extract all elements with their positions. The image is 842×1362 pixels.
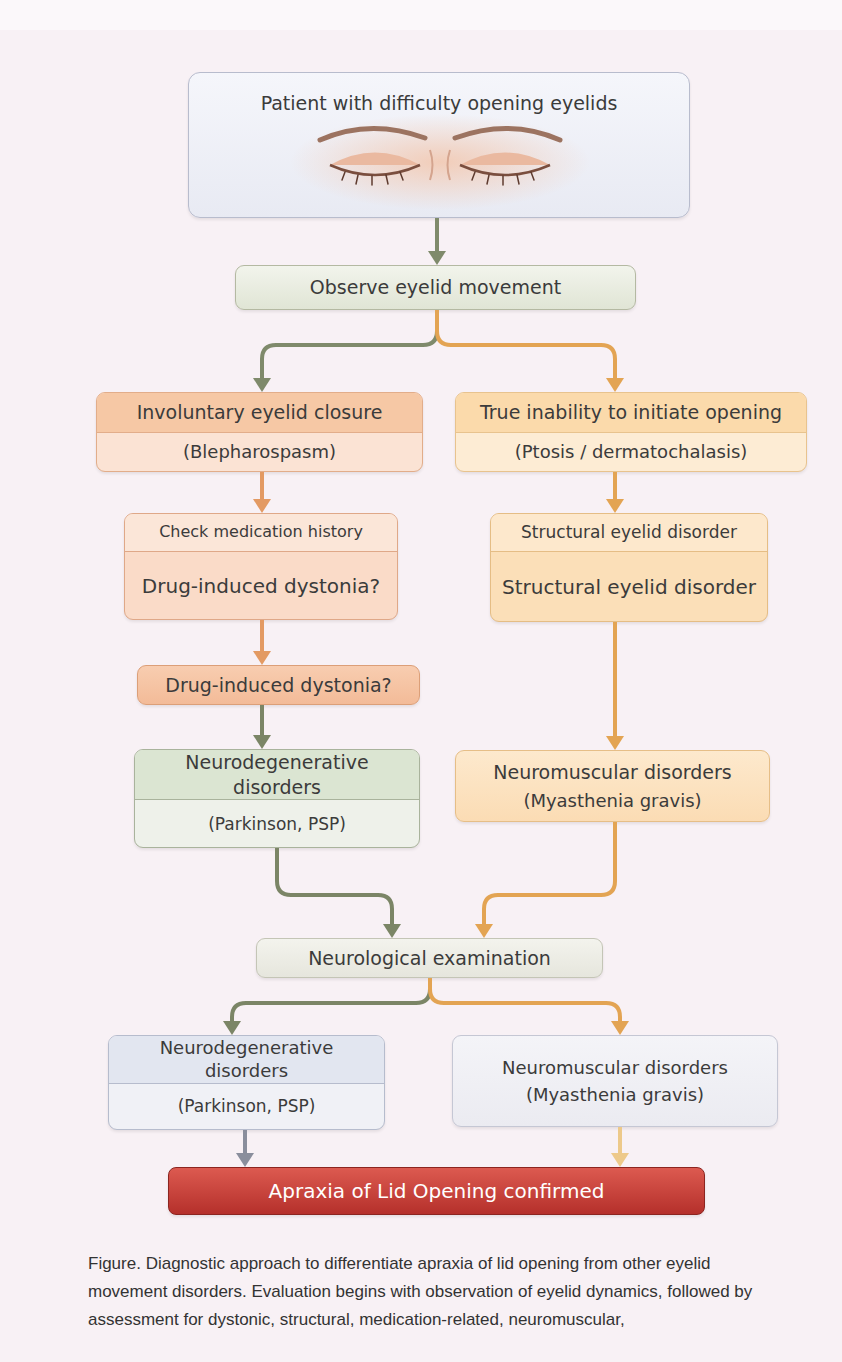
arrow-head [611, 1021, 629, 1035]
arrow-head [236, 1153, 254, 1167]
process-box: Neurodegenerative disorders(Parkinson, P… [134, 749, 420, 848]
node-title: Neuromuscular disorders [453, 1054, 777, 1081]
flow-connector [611, 1127, 629, 1167]
flow-connector [277, 848, 401, 938]
arrow-head [475, 924, 493, 938]
flow-connector [253, 310, 437, 392]
flow-connector [437, 310, 624, 392]
arrow-head [253, 378, 271, 392]
arrow-head [223, 1021, 241, 1035]
node-title: Check medication history [125, 514, 397, 552]
connector-line [430, 978, 620, 1023]
process-box: True inability to initiate opening(Ptosi… [455, 392, 807, 472]
connector-line [435, 218, 439, 253]
node-subtitle: (Ptosis / dermatochalasis) [456, 433, 806, 472]
node-title: Neurodegenerative disorders [109, 1036, 384, 1084]
flow-connector [236, 1130, 254, 1167]
connector-line [618, 1127, 622, 1155]
node-subtitle: (Myasthenia gravis) [456, 787, 769, 814]
node-title: Patient with difficulty opening eyelids [189, 91, 689, 116]
connector-line [260, 472, 264, 501]
arrow-head [253, 499, 271, 513]
process-box: Check medication historyDrug-induced dys… [124, 513, 398, 620]
node-subtitle: (Parkinson, PSP) [135, 800, 419, 847]
node-title: True inability to initiate opening [456, 393, 806, 433]
flow-connector [475, 822, 615, 938]
flow-connector [253, 620, 271, 665]
arrow-head [606, 499, 624, 513]
flow-connector [223, 978, 430, 1035]
connector-line [437, 310, 615, 380]
node-title: Drug-induced dystonia? [138, 673, 419, 698]
flow-connector [430, 978, 629, 1035]
result-box: Apraxia of Lid Opening confirmed [168, 1167, 705, 1215]
figure-caption: Figure. Diagnostic approach to different… [88, 1250, 788, 1334]
flow-connector [428, 218, 446, 265]
connector-line [232, 978, 430, 1023]
process-box: Drug-induced dystonia? [137, 665, 420, 705]
node-title: Apraxia of Lid Opening confirmed [169, 1178, 704, 1204]
node-title: Neurological examination [257, 946, 602, 971]
top-band [0, 0, 842, 30]
process-box: Structural eyelid disorderStructural eye… [490, 513, 768, 622]
node-subtitle: (Blepharospasm) [97, 433, 422, 472]
connector-line [484, 822, 615, 926]
process-box: Neuromuscular disorders(Myasthenia gravi… [455, 750, 770, 822]
arrow-head [253, 651, 271, 665]
node-subtitle: (Parkinson, PSP) [109, 1084, 384, 1129]
process-box: Neuromuscular disorders(Myasthenia gravi… [452, 1035, 778, 1127]
connector-line [277, 848, 392, 926]
node-subtitle: (Myasthenia gravis) [453, 1081, 777, 1108]
arrow-head [611, 1153, 629, 1167]
process-box: Involuntary eyelid closure(Blepharospasm… [96, 392, 423, 472]
node-title: Structural eyelid disorder [491, 514, 767, 552]
flow-connector [606, 622, 624, 750]
connector-line [262, 310, 437, 380]
node-title: Involuntary eyelid closure [97, 393, 422, 433]
flow-connector [253, 705, 271, 749]
arrow-head [253, 735, 271, 749]
node-title: Observe eyelid movement [236, 275, 635, 300]
connector-line [260, 620, 264, 653]
arrow-head [606, 378, 624, 392]
process-box: Neurodegenerative disorders(Parkinson, P… [108, 1035, 385, 1130]
arrow-head [606, 736, 624, 750]
connector-line [260, 705, 264, 737]
flow-connector [606, 472, 624, 513]
node-title: Neurodegenerative disorders [135, 750, 419, 800]
arrow-head [383, 924, 401, 938]
flow-connector [253, 472, 271, 513]
connector-line [613, 472, 617, 501]
connector-line [613, 622, 617, 738]
arrow-head [428, 251, 446, 265]
node-subtitle: Structural eyelid disorder [491, 552, 767, 621]
closed-eyes-illustration [290, 110, 590, 210]
process-box: Observe eyelid movement [235, 265, 636, 310]
node-title: Neuromuscular disorders [456, 758, 769, 787]
connector-line [243, 1130, 247, 1155]
node-subtitle: Drug-induced dystonia? [125, 552, 397, 619]
process-box: Neurological examination [256, 938, 603, 978]
